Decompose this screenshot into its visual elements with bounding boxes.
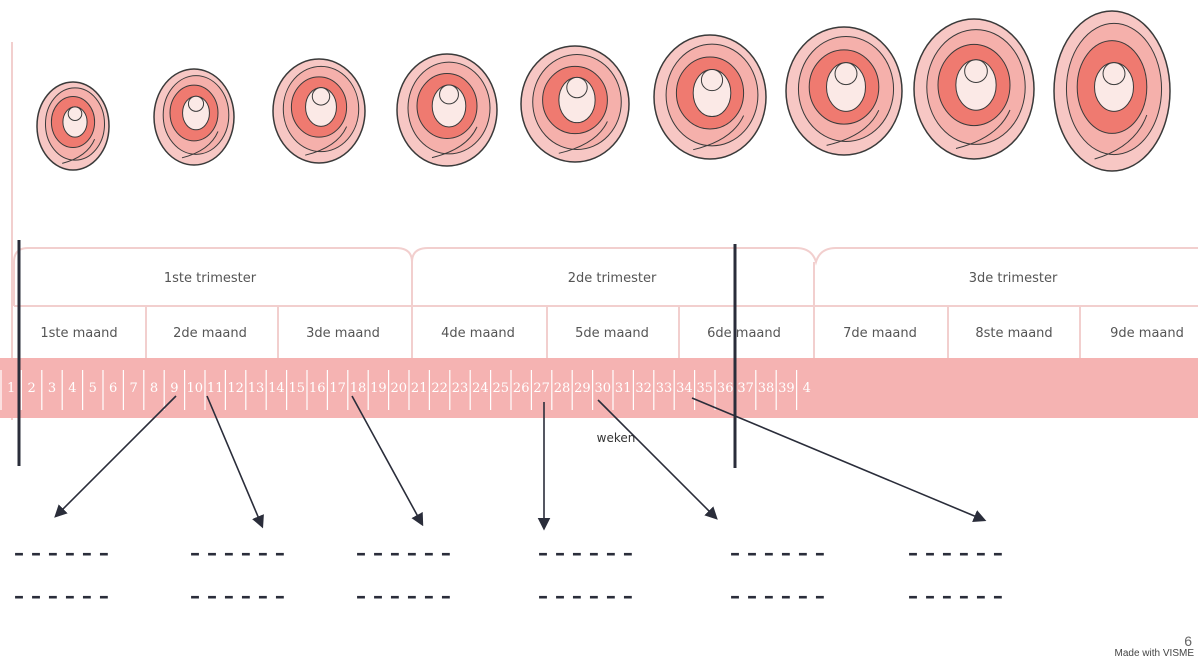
made-with-credit: Made with VISME xyxy=(1115,648,1194,659)
answer-blank-line[interactable]: – – – – – – xyxy=(14,584,109,608)
week-number: 26 xyxy=(513,381,530,396)
week-number: 18 xyxy=(350,381,367,396)
embryo-stage-4 xyxy=(397,54,497,166)
week-number: 23 xyxy=(452,381,469,396)
month-label: 6de maand xyxy=(707,326,781,341)
embryo-stage-3 xyxy=(273,59,365,163)
week-number: 6 xyxy=(109,381,117,396)
answer-blank-line[interactable]: – – – – – – xyxy=(14,541,109,565)
answer-blank-line[interactable]: – – – – – – xyxy=(190,584,285,608)
week-number: 9 xyxy=(170,381,178,396)
week-number: 3 xyxy=(48,381,56,396)
week-number: 34 xyxy=(676,381,693,396)
week-number: 4 xyxy=(68,381,76,396)
week-number: 11 xyxy=(207,381,224,396)
trimester-label: 3de trimester xyxy=(969,271,1058,286)
week-number: 17 xyxy=(329,381,346,396)
week-number: 12 xyxy=(227,381,244,396)
month-label: 7de maand xyxy=(843,326,917,341)
weeks-label: weken xyxy=(597,431,636,445)
answer-blanks: – – – – – – – – – – – – – – – – – – – – – –… xyxy=(14,541,1003,608)
week-number: 1 xyxy=(7,381,15,396)
week-number: 10 xyxy=(187,381,204,396)
trimester-label: 1ste trimester xyxy=(164,271,257,286)
answer-blank-line[interactable]: – – – – – – xyxy=(538,541,633,565)
week-number: 20 xyxy=(391,381,408,396)
week-number: 5 xyxy=(89,381,97,396)
trimester-label: 2de trimester xyxy=(568,271,657,286)
embryo-stage-6 xyxy=(654,35,766,159)
answer-blank-line[interactable]: – – – – – – xyxy=(908,584,1003,608)
embryo-stage-8 xyxy=(914,19,1034,159)
week-number: 24 xyxy=(472,381,489,396)
week-number: 33 xyxy=(656,381,673,396)
week-number: 28 xyxy=(554,381,571,396)
embryo-stage-7 xyxy=(786,27,902,155)
week-number: 16 xyxy=(309,381,326,396)
week-number: 30 xyxy=(595,381,612,396)
month-label: 5de maand xyxy=(575,326,649,341)
week-number: 8 xyxy=(150,381,158,396)
week-number: 37 xyxy=(737,381,754,396)
week-number: 19 xyxy=(370,381,387,396)
week-number: 36 xyxy=(717,381,734,396)
visme-logo-icon: 6 xyxy=(1184,633,1192,649)
answer-blank-line[interactable]: – – – – – – xyxy=(356,541,451,565)
week-number: 2 xyxy=(27,381,35,396)
week-number: 15 xyxy=(289,381,306,396)
week-number: 38 xyxy=(758,381,775,396)
trimester-labels: 1ste trimester 2de trimester 3de trimest… xyxy=(164,271,1058,286)
week-number: 32 xyxy=(635,381,652,396)
week-number: 35 xyxy=(697,381,714,396)
week-number: 21 xyxy=(411,381,428,396)
week-number: 25 xyxy=(493,381,510,396)
month-label: 9de maand xyxy=(1110,326,1184,341)
answer-blank-line[interactable]: – – – – – – xyxy=(190,541,285,565)
answer-blank-line[interactable]: – – – – – – xyxy=(538,584,633,608)
week-number: 27 xyxy=(533,381,550,396)
month-label: 8ste maand xyxy=(975,326,1052,341)
answer-blank-line[interactable]: – – – – – – xyxy=(908,541,1003,565)
week-number: 29 xyxy=(574,381,591,396)
embryo-stage-2 xyxy=(154,69,234,165)
week-number: 14 xyxy=(268,381,285,396)
week-number: 7 xyxy=(129,381,137,396)
week-number: 22 xyxy=(431,381,448,396)
embryo-illustrations xyxy=(37,11,1170,171)
embryo-stage-9 xyxy=(1054,11,1170,171)
week-number: 4 xyxy=(803,381,811,396)
month-label: 3de maand xyxy=(306,326,380,341)
week-number: 39 xyxy=(778,381,795,396)
week-number: 31 xyxy=(615,381,632,396)
answer-blank-line[interactable]: – – – – – – xyxy=(730,584,825,608)
answer-blank-line[interactable]: – – – – – – xyxy=(730,541,825,565)
answer-blank-line[interactable]: – – – – – – xyxy=(356,584,451,608)
month-labels: 1ste maand 2de maand 3de maand 4de maand 5de… xyxy=(40,326,1184,341)
month-label: 1ste maand xyxy=(40,326,117,341)
embryo-stage-1 xyxy=(37,82,109,170)
embryo-stage-5 xyxy=(521,46,629,162)
month-label: 2de maand xyxy=(173,326,247,341)
month-label: 4de maand xyxy=(441,326,515,341)
week-number: 13 xyxy=(248,381,265,396)
